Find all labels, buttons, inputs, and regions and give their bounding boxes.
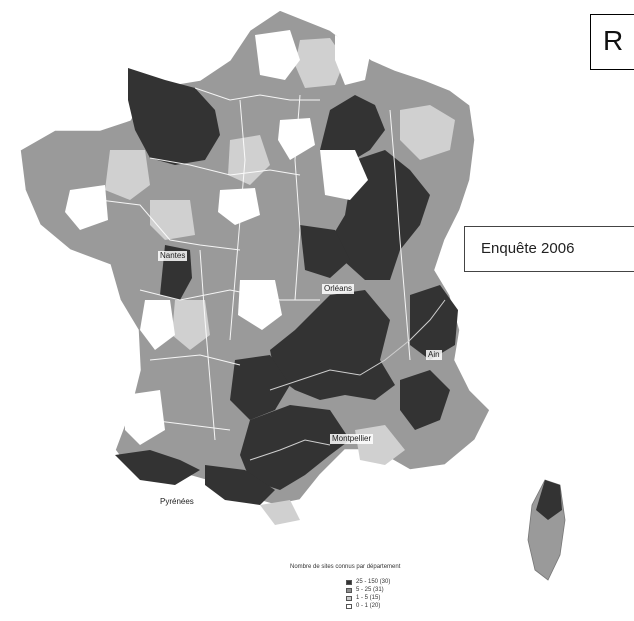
corsica-dark	[536, 480, 562, 520]
figure-title: R	[603, 25, 624, 56]
survey-label-box: Enquête 2006	[464, 226, 634, 272]
department-light	[400, 105, 455, 160]
place-label: Ain	[426, 350, 442, 360]
place-label: Nantes	[158, 251, 188, 261]
legend-label: 25 - 150 (30)	[356, 579, 391, 585]
department-dark	[128, 68, 220, 165]
department-dark	[230, 355, 290, 420]
department-white	[238, 280, 282, 330]
legend: 25 - 150 (30) 5 - 25 (31) 1 - 5 (15) 0 -…	[346, 578, 390, 610]
place-label: Montpellier	[330, 434, 374, 444]
department-dark	[410, 285, 458, 360]
department-light	[172, 300, 210, 350]
legend-item: 1 - 5 (15)	[346, 594, 390, 602]
department-dark	[300, 225, 350, 278]
department-light	[228, 135, 270, 185]
department-white	[125, 390, 165, 445]
legend-label: 1 - 5 (15)	[356, 595, 381, 601]
department-white	[255, 30, 300, 80]
legend-swatch	[346, 587, 352, 593]
department-white	[65, 185, 108, 230]
legend-title: Nombre de sites connus par département	[290, 564, 401, 570]
place-label: Pyrénées	[158, 497, 196, 507]
department-dark	[320, 95, 385, 165]
department-dark	[115, 450, 200, 485]
legend-swatch	[346, 595, 352, 601]
department-light	[105, 150, 150, 200]
department-dark	[240, 405, 350, 490]
department-white	[218, 188, 260, 225]
department-white	[320, 150, 368, 200]
legend-label: 0 - 1 (20)	[356, 603, 381, 609]
legend-item: 25 - 150 (30)	[346, 578, 390, 586]
legend-swatch	[346, 603, 352, 609]
department-light	[260, 500, 300, 525]
figure-title-box: R	[590, 14, 634, 70]
department-dark	[205, 465, 275, 505]
legend-item: 0 - 1 (20)	[346, 602, 390, 610]
survey-label: Enquête 2006	[481, 240, 575, 257]
legend-label: 5 - 25 (31)	[356, 587, 384, 593]
department-white	[140, 300, 175, 350]
department-light	[295, 38, 345, 88]
place-label: Orléans	[322, 284, 355, 294]
department-white	[335, 35, 370, 85]
department-dark	[400, 370, 450, 430]
legend-swatch	[346, 579, 352, 585]
legend-item: 5 - 25 (31)	[346, 586, 390, 594]
